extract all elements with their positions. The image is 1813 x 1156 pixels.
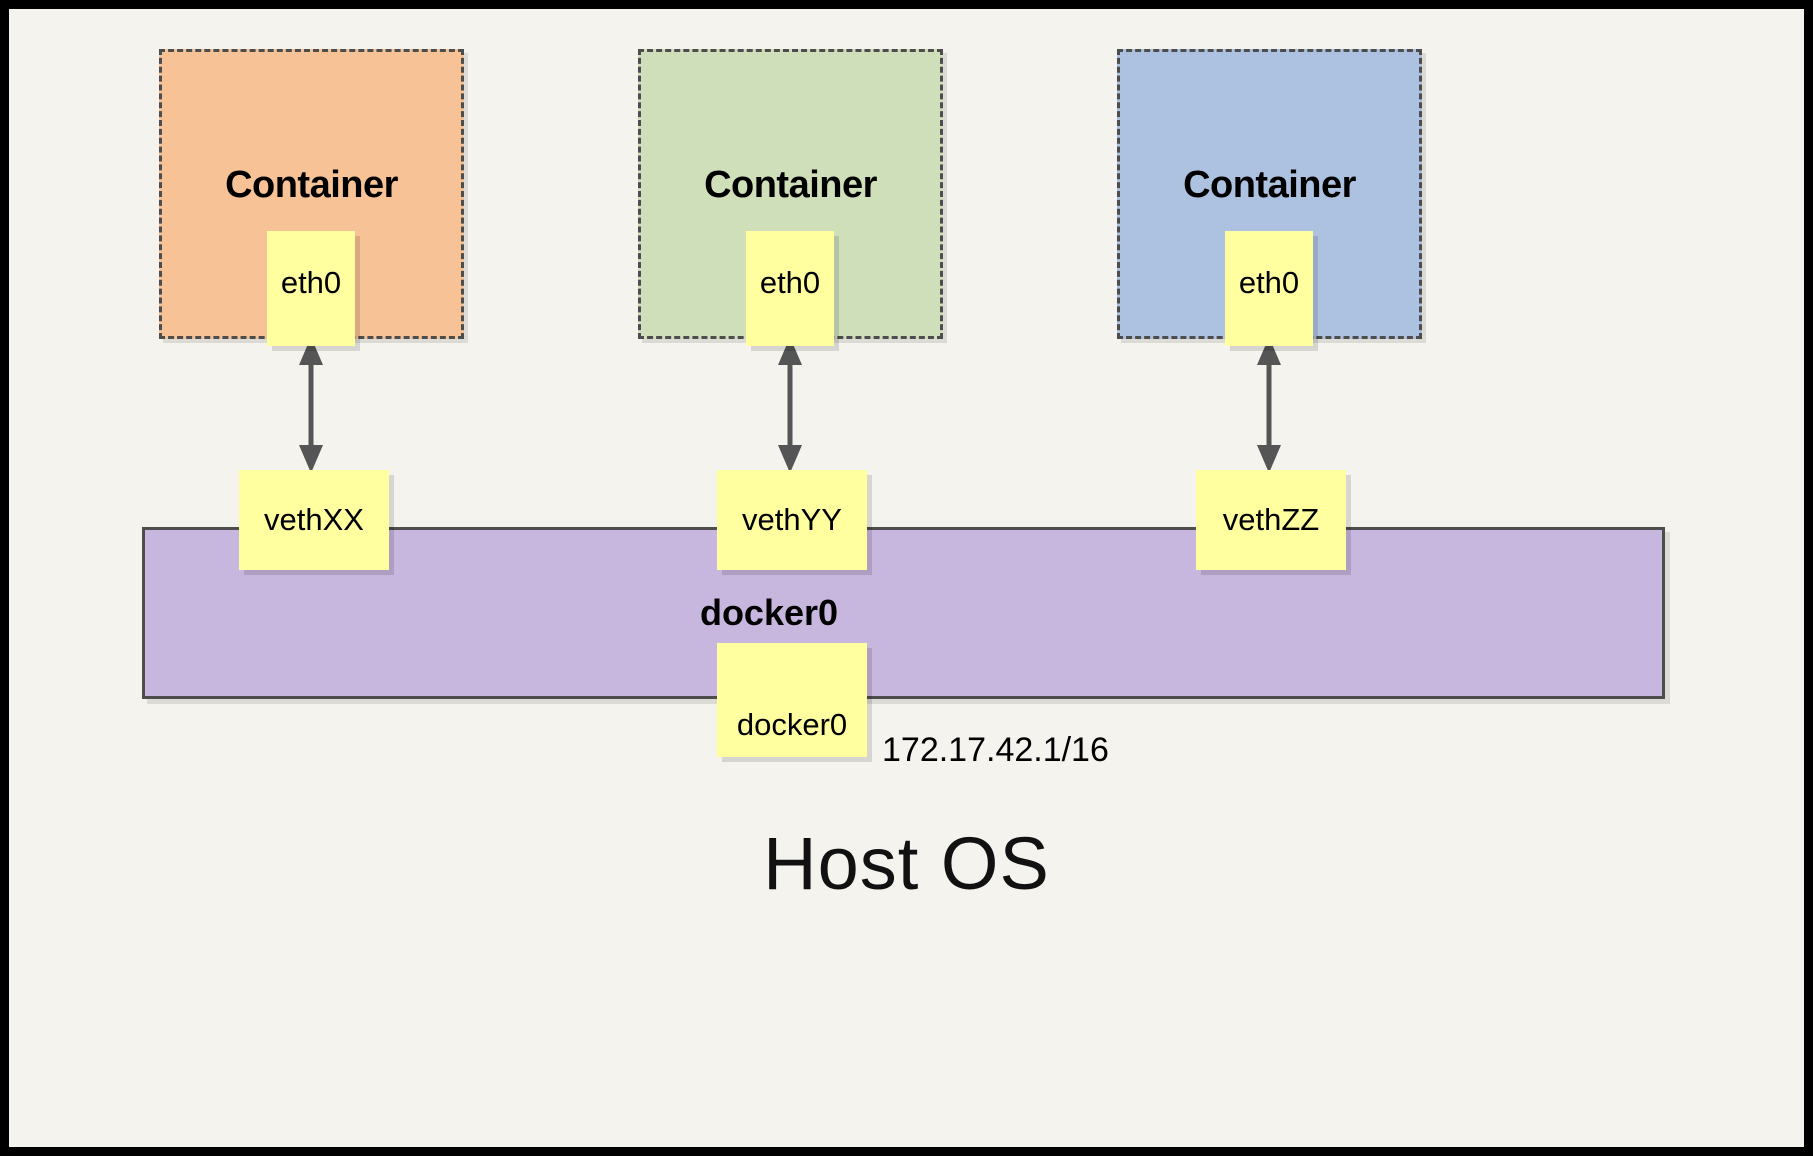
container-title-1: Container bbox=[225, 164, 398, 206]
veth-link-arrow-2 bbox=[778, 337, 802, 473]
veth-link-arrow-3 bbox=[1257, 337, 1281, 473]
eth0-note-2: eth0 bbox=[746, 231, 834, 346]
docker0-ip-label: 172.17.42.1/16 bbox=[882, 731, 1109, 769]
diagram-canvas: docker0 Container eth0 vethXX Container … bbox=[9, 9, 1804, 1147]
docker0-bridge-label: docker0 bbox=[699, 592, 839, 633]
veth-note-3: vethZZ bbox=[1196, 470, 1346, 570]
host-os-label: Host OS bbox=[763, 822, 1050, 905]
veth-note-1: vethXX bbox=[239, 470, 389, 570]
veth-link-arrow-1 bbox=[299, 337, 323, 473]
container-title-3: Container bbox=[1183, 164, 1356, 206]
veth-note-2: vethYY bbox=[717, 470, 867, 570]
eth0-note-3: eth0 bbox=[1225, 231, 1313, 346]
docker0-bridge-bar bbox=[142, 527, 1665, 699]
container-title-2: Container bbox=[704, 164, 877, 206]
docker0-interface-note: docker0 bbox=[717, 643, 867, 757]
eth0-note-1: eth0 bbox=[267, 231, 355, 346]
